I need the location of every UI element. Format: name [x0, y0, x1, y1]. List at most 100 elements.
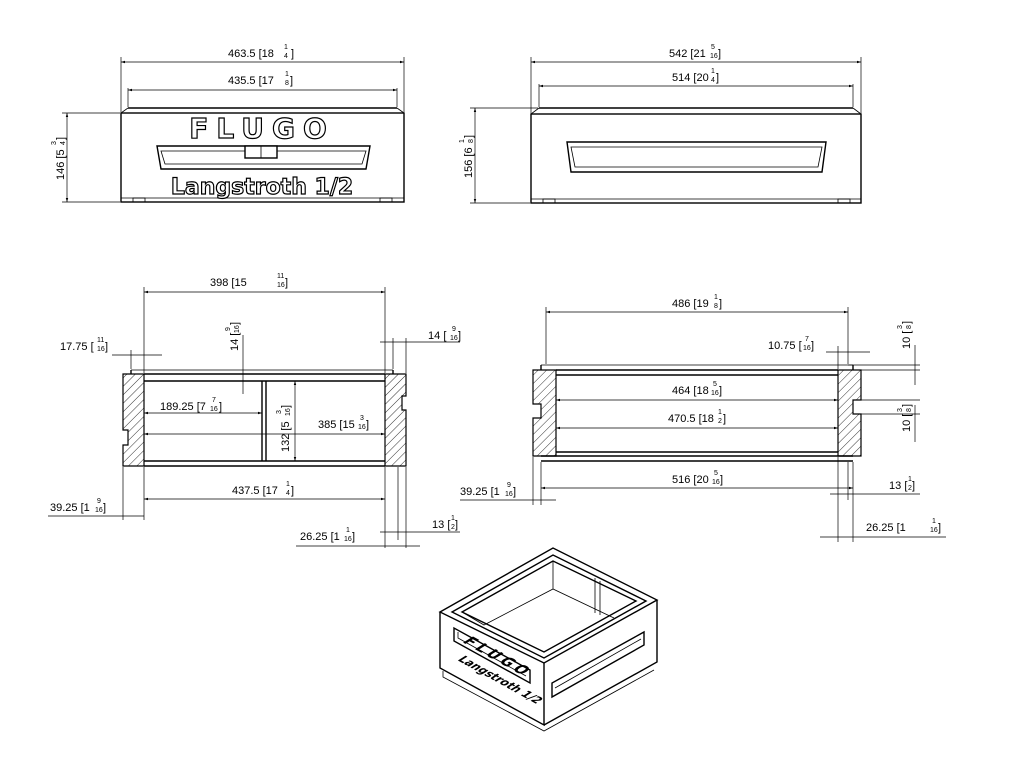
svg-text:2: 2	[908, 485, 912, 492]
svg-text:]: ]	[912, 480, 915, 492]
side-view	[530, 107, 862, 204]
svg-text:4: 4	[60, 141, 67, 145]
svg-text:1: 1	[908, 476, 912, 483]
svg-text:]: ]	[719, 298, 722, 310]
svg-text:2: 2	[451, 524, 455, 531]
svg-text:8: 8	[906, 408, 913, 412]
svg-text:]: ]	[938, 522, 941, 534]
svg-text:7: 7	[805, 336, 809, 343]
svg-text:]: ]	[716, 72, 719, 84]
side-height: 156 [6	[463, 147, 475, 178]
svg-text:3: 3	[51, 141, 58, 145]
svg-text:16: 16	[712, 479, 720, 486]
svg-text:16: 16	[803, 345, 811, 352]
svg-text:8: 8	[714, 303, 718, 310]
svg-text:16: 16	[358, 424, 366, 431]
sa-lip-left: 17.75 [	[60, 341, 94, 353]
svg-text:16: 16	[344, 536, 352, 543]
svg-text:]: ]	[280, 405, 292, 408]
svg-text:1: 1	[451, 515, 455, 522]
brand-logo: FLUGO	[189, 112, 335, 145]
svg-text:]: ]	[901, 404, 913, 407]
front-view: FLUGO Langstroth 1/2	[120, 107, 405, 203]
svg-text:3: 3	[276, 410, 283, 414]
sb-top-width: 486 [19	[672, 298, 709, 310]
svg-text:16: 16	[95, 507, 103, 514]
svg-text:4: 4	[284, 53, 288, 60]
svg-text:]: ]	[718, 48, 721, 60]
front-inner-width: 435.5 [17	[228, 75, 274, 87]
svg-text:]: ]	[366, 419, 369, 431]
side-overall-width: 542 [21	[669, 48, 706, 60]
svg-text:5: 5	[711, 44, 715, 51]
svg-text:5: 5	[713, 381, 717, 388]
section-a-dimensions: 398 [15 11 16 ] 17.75 [ 11 16 ] 14 [ 9 1…	[48, 273, 461, 548]
svg-text:16: 16	[505, 491, 513, 498]
svg-text:]: ]	[285, 277, 288, 289]
svg-text:1: 1	[284, 44, 288, 51]
sb-lip: 10.75 [	[768, 340, 802, 352]
svg-text:9: 9	[507, 482, 511, 489]
sa-inner-height: 132 [5	[280, 421, 292, 452]
svg-text:]: ]	[901, 321, 913, 324]
svg-text:8: 8	[468, 139, 475, 143]
svg-text:2: 2	[718, 418, 722, 425]
sa-foot: 13 [	[432, 519, 450, 531]
svg-text:1: 1	[718, 409, 722, 416]
svg-text:]: ]	[103, 502, 106, 514]
svg-text:1: 1	[346, 527, 350, 534]
svg-text:]: ]	[291, 485, 294, 497]
side-dimensions: 542 [21 5 16 ] 514 [20 1 4 ] 156 [6 1 8 …	[459, 44, 862, 204]
svg-text:]: ]	[55, 137, 67, 140]
svg-text:]: ]	[458, 330, 461, 342]
sb-foot: 13 [	[889, 480, 907, 492]
sa-half-width: 189.25 [7	[160, 401, 206, 413]
sb-bottom-width: 516 [20	[672, 474, 709, 486]
model-logo: Langstroth 1/2	[171, 175, 353, 200]
side-inner-width: 514 [20	[672, 72, 709, 84]
svg-text:7: 7	[212, 397, 216, 404]
svg-text:16: 16	[210, 406, 218, 413]
svg-text:9: 9	[97, 498, 101, 505]
svg-text:]: ]	[455, 519, 458, 531]
svg-text:]: ]	[720, 474, 723, 486]
svg-text:]: ]	[229, 322, 241, 325]
sb-wall-left: 39.25 [1	[460, 486, 500, 498]
svg-text:1: 1	[286, 481, 290, 488]
svg-text:9: 9	[452, 326, 456, 333]
svg-text:4: 4	[711, 77, 715, 84]
svg-text:11: 11	[97, 337, 104, 344]
sb-wall-right: 26.25 [1	[866, 522, 906, 534]
svg-text:]: ]	[811, 340, 814, 352]
svg-text:16: 16	[234, 325, 241, 333]
svg-text:]: ]	[463, 135, 475, 138]
sa-inner-width: 385 [15	[318, 419, 355, 431]
svg-text:]: ]	[290, 75, 293, 87]
sb-lip-depth-mid: 10 [	[901, 414, 913, 432]
svg-text:9: 9	[225, 327, 232, 331]
sb-mid-width: 470.5 [18	[668, 413, 714, 425]
svg-text:16: 16	[285, 408, 292, 416]
section-b-dimensions: 486 [19 1 8 ] 10 [ 3 8 ] 10.75 [ 7 16 ] …	[460, 294, 946, 542]
svg-text:16: 16	[450, 335, 458, 342]
svg-text:1: 1	[714, 294, 718, 301]
svg-text:16: 16	[930, 527, 938, 534]
svg-text:3: 3	[360, 415, 364, 422]
sa-lip-right: 14 [	[428, 330, 446, 342]
svg-text:3: 3	[897, 408, 904, 412]
section-b	[532, 364, 862, 462]
svg-text:16: 16	[97, 346, 105, 353]
svg-text:8: 8	[906, 325, 913, 329]
isometric-view: FLUGO Langstroth 1/2	[438, 547, 659, 732]
svg-text:3: 3	[897, 325, 904, 329]
svg-text:]: ]	[513, 486, 516, 498]
sb-inner-width: 464 [18	[672, 385, 709, 397]
svg-text:16: 16	[710, 53, 718, 60]
svg-text:1: 1	[285, 71, 289, 78]
svg-text:16: 16	[711, 390, 719, 397]
svg-text:8: 8	[285, 80, 289, 87]
sa-lip-depth: 14 [	[229, 333, 241, 351]
svg-text:1: 1	[711, 68, 715, 75]
svg-text:]: ]	[723, 413, 726, 425]
